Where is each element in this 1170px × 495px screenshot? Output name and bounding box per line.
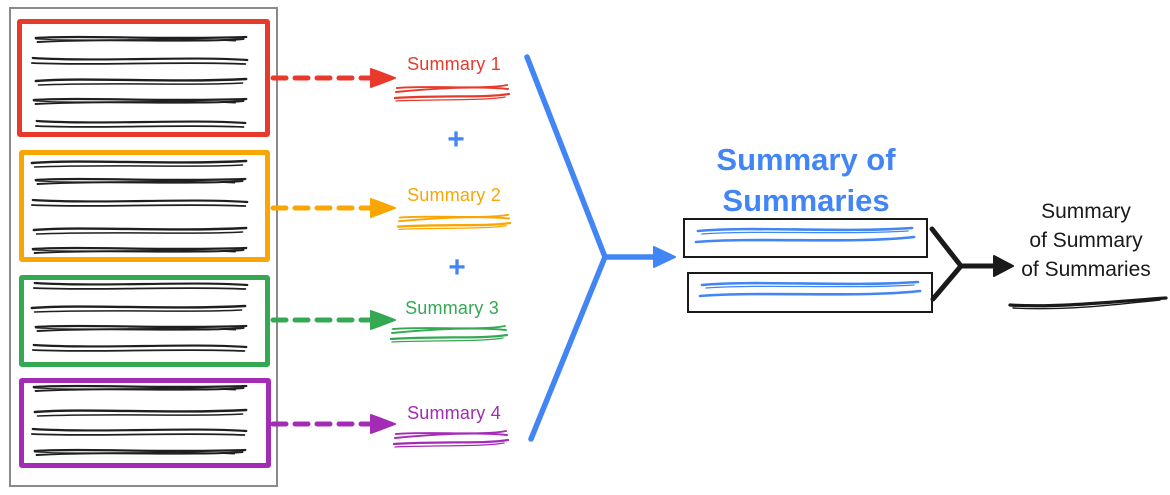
summary-1-scribble (393, 83, 511, 103)
plus-sign-1: + (447, 123, 465, 156)
final-summary-scribble (1008, 296, 1168, 310)
document-chunk-4-box (19, 378, 271, 468)
final-summary-label-line1: Summary (1041, 200, 1131, 223)
summary-of-summaries-box-1 (683, 218, 928, 258)
final-summary-label-line2: of Summary (1029, 229, 1143, 252)
final-summary-label-line3: of Summaries (1021, 258, 1151, 281)
summary-4-scribble (392, 429, 510, 449)
summary-4-label: Summary 4 (407, 403, 501, 423)
document-chunk-2-box (19, 150, 270, 262)
document-chunk-3-box (19, 275, 270, 367)
document-chunk-1-box (17, 19, 270, 137)
summary-2-label: Summary 2 (407, 185, 501, 205)
arrowhead-icon (370, 68, 396, 88)
summary-2-scribble (396, 213, 512, 231)
summary-of-summaries-title: Summary of Summaries (690, 139, 922, 221)
dashed-arrow-chunk3-to-summary3 (270, 310, 396, 330)
final-summary-label: Summary of Summary of Summaries (1000, 197, 1170, 284)
plus-sign-2: + (448, 251, 466, 284)
dashed-arrow-chunk1-to-summary1 (270, 68, 396, 88)
arrowhead-icon (370, 414, 396, 434)
summary-of-summaries-box-2 (687, 272, 933, 313)
arrowhead-icon (370, 310, 396, 330)
summary-of-summaries-title-line1: Summary of (716, 142, 896, 177)
summary-1-label: Summary 1 (407, 54, 501, 74)
arrowhead-icon (653, 246, 676, 268)
dashed-arrow-chunk2-to-summary2 (270, 198, 396, 218)
summary-of-summaries-title-line2: Summaries (722, 183, 890, 218)
arrowhead-icon (370, 198, 396, 218)
dashed-arrow-chunk4-to-summary4 (270, 414, 396, 434)
summary-3-scribble (389, 324, 509, 344)
summary-3-label: Summary 3 (405, 298, 499, 318)
merge-arrow-summaries (524, 54, 676, 442)
